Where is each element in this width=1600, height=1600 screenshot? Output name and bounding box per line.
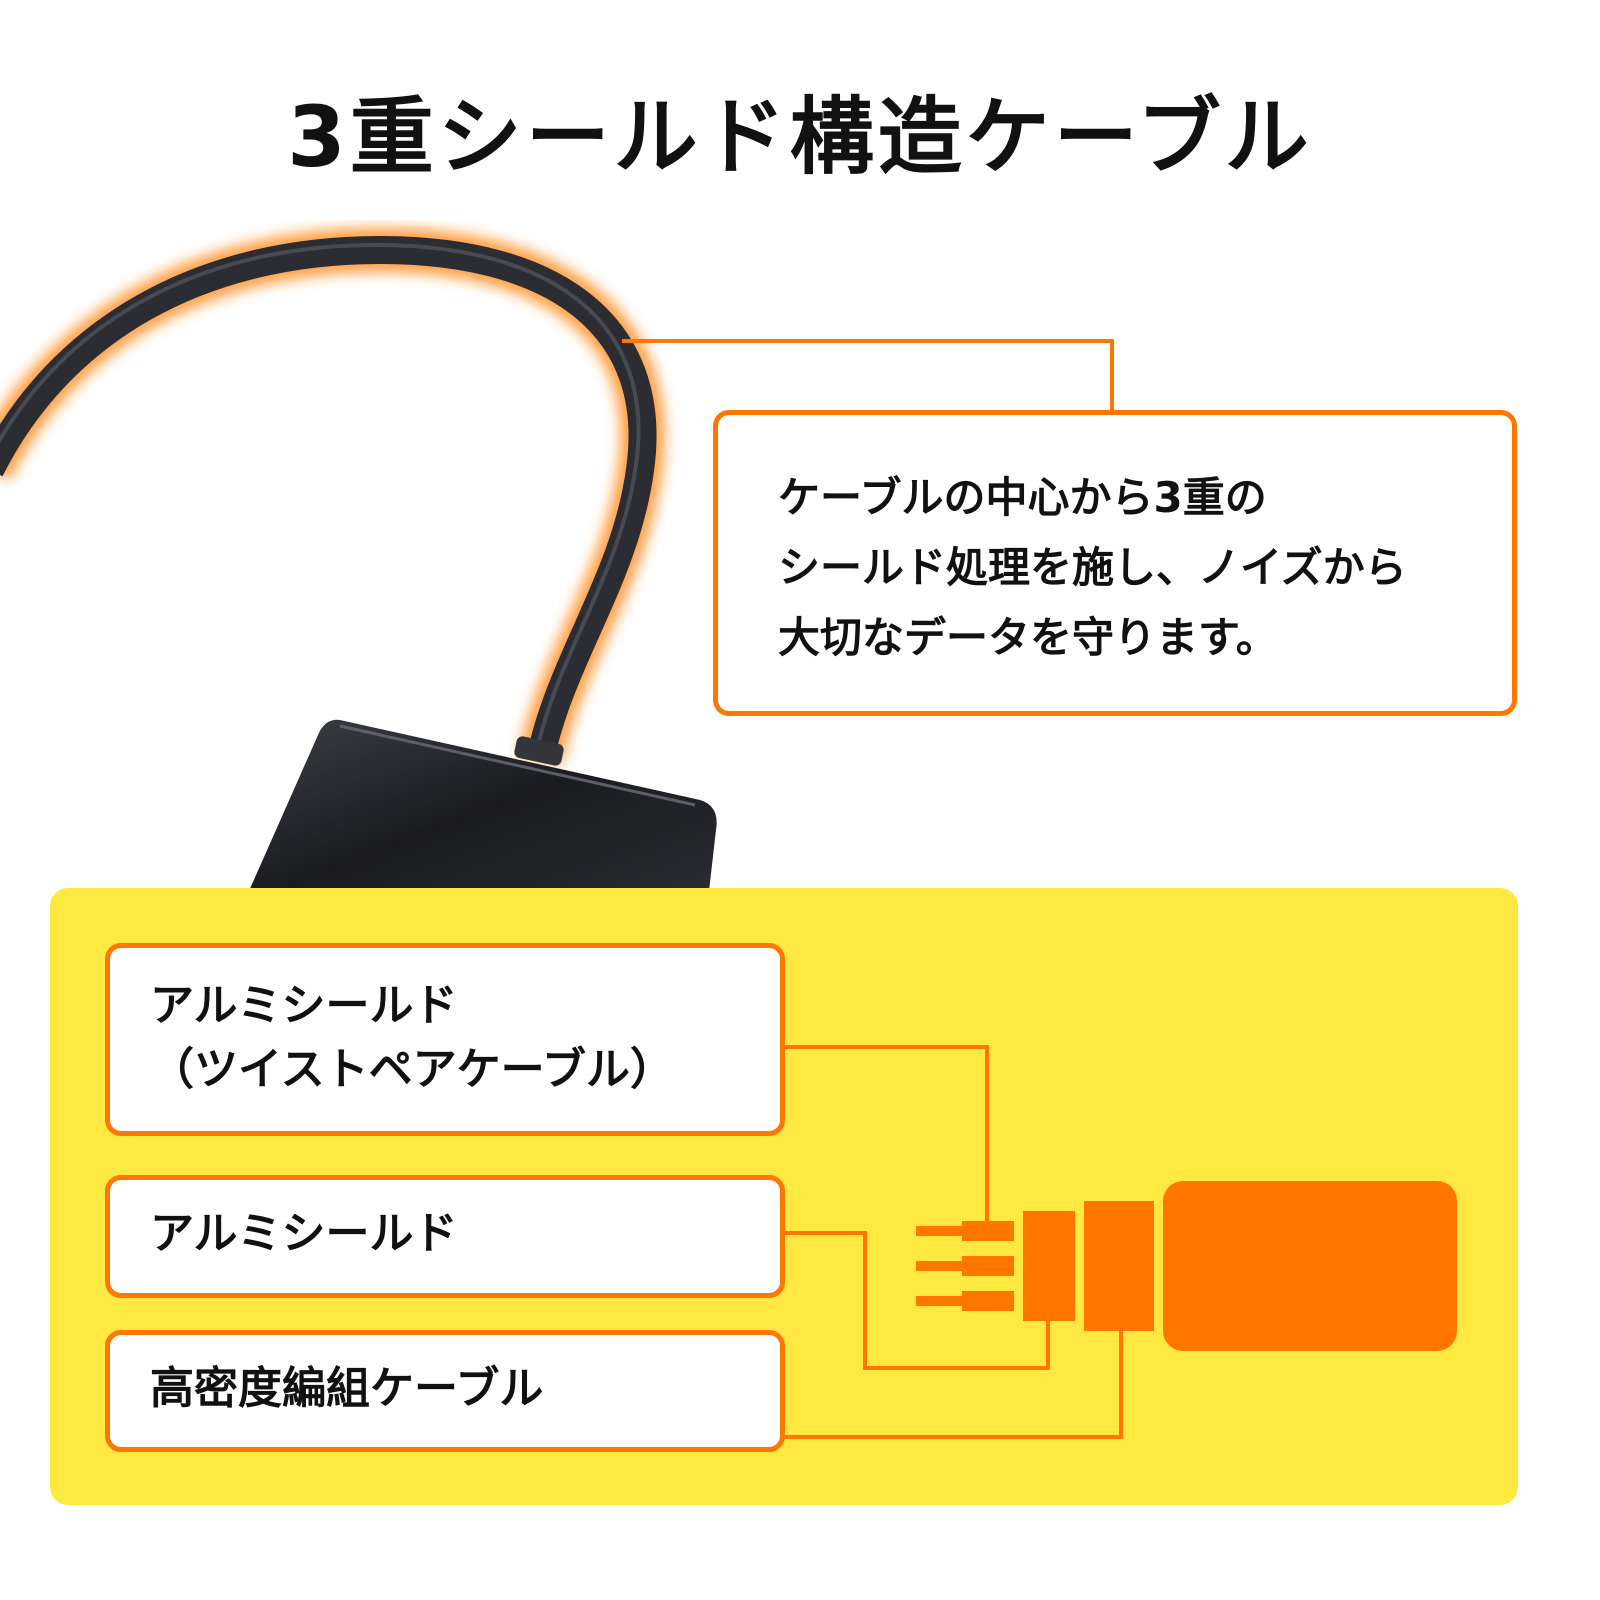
leader-line-1 xyxy=(785,1045,989,1221)
callout-box: ケーブルの中心から3重の シールド処理を施し、ノイズから 大切なデータを守ります… xyxy=(713,410,1517,716)
layer-label-text: アルミシールド （ツイストペアケーブル） xyxy=(150,980,675,1095)
outer-jacket-icon xyxy=(1163,1181,1457,1351)
page-title: 3重シールド構造ケーブル xyxy=(287,88,1313,186)
braided-layer-icon xyxy=(1084,1201,1154,1331)
core-wire-1-icon xyxy=(916,1226,962,1236)
leader-line-2 xyxy=(785,1231,1050,1370)
layer-label-text: アルミシールド xyxy=(150,1208,458,1259)
callout-text: ケーブルの中心から3重の シールド処理を施し、ノイズから 大切なデータを守ります… xyxy=(778,473,1407,662)
layer-label-box-aluminum-shield: アルミシールド xyxy=(105,1175,785,1298)
callout-line-horizontal xyxy=(622,339,1114,343)
leader-line-3 xyxy=(785,1331,1123,1439)
core-wire-2-icon xyxy=(916,1261,962,1271)
layer-label-box-braided: 高密度編組ケーブル xyxy=(105,1330,785,1452)
aluminum-shield-layer-icon xyxy=(1023,1211,1075,1321)
cable-product-image xyxy=(0,227,717,900)
callout-line-vertical xyxy=(1110,339,1114,411)
layer-label-text: 高密度編組ケーブル xyxy=(150,1363,544,1414)
layer-label-box-twisted-pair: アルミシールド （ツイストペアケーブル） xyxy=(105,943,785,1136)
core-wire-3-icon xyxy=(916,1296,962,1306)
